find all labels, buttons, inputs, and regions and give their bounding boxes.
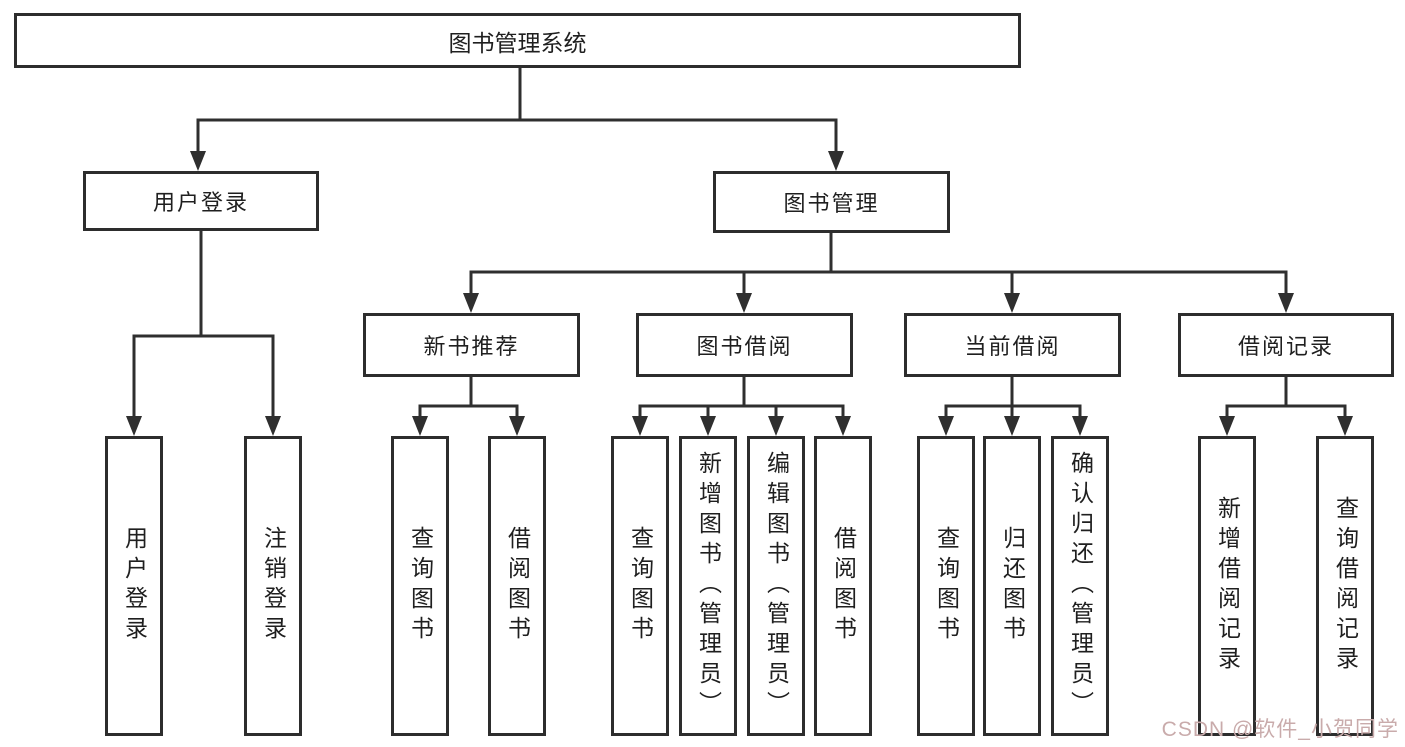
node-label: 注销登录 bbox=[260, 526, 287, 646]
node-label: 查询借阅记录 bbox=[1332, 496, 1359, 676]
node-library-management-system: 图书管理系统 bbox=[14, 13, 1021, 68]
arrowhead bbox=[265, 416, 281, 436]
node-label: 确认归还（管理员） bbox=[1067, 451, 1094, 721]
node-label: 图书管理 bbox=[783, 191, 880, 216]
node-label: 查询图书 bbox=[627, 526, 654, 646]
arrowhead bbox=[1004, 416, 1020, 436]
node-label: 新增图书（管理员） bbox=[695, 451, 722, 721]
leaf-edit-books-admin: 编辑图书（管理员） bbox=[747, 436, 805, 736]
node-label: 用户登录 bbox=[152, 190, 249, 215]
node-label: 查询图书 bbox=[933, 526, 960, 646]
node-label: 查询图书 bbox=[407, 526, 434, 646]
arrowhead bbox=[700, 416, 716, 436]
connector-root-branch bbox=[196, 118, 838, 153]
arrowhead bbox=[412, 416, 428, 436]
arrowhead bbox=[632, 416, 648, 436]
node-label: 新增借阅记录 bbox=[1214, 496, 1241, 676]
csdn-watermark: CSDN @软件_小贺同学 bbox=[1161, 718, 1399, 741]
leaf-logout: 注销登录 bbox=[244, 436, 302, 736]
arrowhead bbox=[126, 416, 142, 436]
leaf-query-borrow-record: 查询借阅记录 bbox=[1316, 436, 1374, 736]
arrowhead bbox=[835, 416, 851, 436]
arrowhead bbox=[509, 416, 525, 436]
leaf-query-books-current: 查询图书 bbox=[917, 436, 975, 736]
node-label: 编辑图书（管理员） bbox=[763, 451, 790, 721]
node-label: 图书借阅 bbox=[696, 334, 793, 359]
leaf-borrow-books: 借阅图书 bbox=[814, 436, 872, 736]
node-borrow-records: 借阅记录 bbox=[1178, 313, 1394, 377]
arrowhead bbox=[768, 416, 784, 436]
leaf-confirm-return-admin: 确认归还（管理员） bbox=[1051, 436, 1109, 736]
node-current-borrow: 当前借阅 bbox=[904, 313, 1121, 377]
node-book-management: 图书管理 bbox=[713, 171, 950, 233]
node-label: 当前借阅 bbox=[964, 334, 1061, 359]
node-label: 用户登录 bbox=[121, 526, 148, 646]
leaf-add-borrow-record: 新增借阅记录 bbox=[1198, 436, 1256, 736]
node-book-borrow: 图书借阅 bbox=[636, 313, 853, 377]
leaf-user-login: 用户登录 bbox=[105, 436, 163, 736]
leaf-query-books-borrow: 查询图书 bbox=[611, 436, 669, 736]
node-new-book-recommend: 新书推荐 bbox=[363, 313, 580, 377]
arrowhead bbox=[1004, 293, 1020, 313]
node-label: 归还图书 bbox=[999, 526, 1026, 646]
node-label: 新书推荐 bbox=[423, 334, 520, 359]
node-user-login: 用户登录 bbox=[83, 171, 319, 231]
arrowhead bbox=[1278, 293, 1294, 313]
connector-borrow-branch bbox=[638, 404, 845, 418]
connector-userlogin-branch bbox=[132, 334, 275, 418]
arrowhead bbox=[463, 293, 479, 313]
arrowhead bbox=[1337, 416, 1353, 436]
arrowhead bbox=[1219, 416, 1235, 436]
node-label: 借阅图书 bbox=[830, 526, 857, 646]
arrowhead bbox=[736, 293, 752, 313]
arrowhead bbox=[938, 416, 954, 436]
arrowhead bbox=[828, 151, 844, 171]
node-label: 图书管理系统 bbox=[448, 29, 587, 56]
arrowhead bbox=[1072, 416, 1088, 436]
leaf-query-books-recommend: 查询图书 bbox=[391, 436, 449, 736]
node-label: 借阅记录 bbox=[1237, 334, 1334, 359]
connector-bookmgmt-branch bbox=[469, 270, 1288, 295]
connector-records-branch bbox=[1225, 404, 1347, 418]
leaf-borrow-books-recommend: 借阅图书 bbox=[488, 436, 546, 736]
node-label: 借阅图书 bbox=[504, 526, 531, 646]
leaf-return-books: 归还图书 bbox=[983, 436, 1041, 736]
leaf-add-books-admin: 新增图书（管理员） bbox=[679, 436, 737, 736]
connector-newbook-branch bbox=[418, 404, 519, 418]
arrowhead bbox=[190, 151, 206, 171]
